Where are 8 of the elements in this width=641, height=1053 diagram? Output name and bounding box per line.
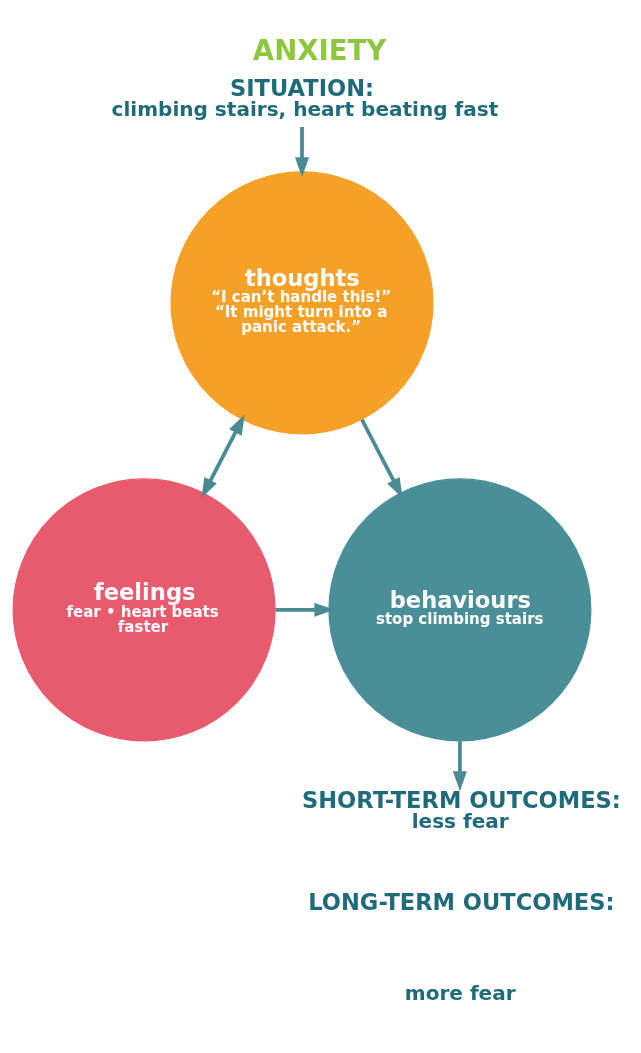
node-text: SITUATION: climbing stairs, heart beating fast: [111, 74, 499, 122]
arrow: [201, 414, 245, 499]
arrow: [294, 127, 310, 178]
arrow: [452, 741, 467, 792]
label: more fear: [404, 980, 516, 1005]
diagram-title: ANXIETY: [252, 33, 387, 66]
label: LONG-TERM OUTCOMES:: [308, 889, 615, 916]
node-text: SHORT-TERM OUTCOMES: less fear: [302, 786, 621, 834]
